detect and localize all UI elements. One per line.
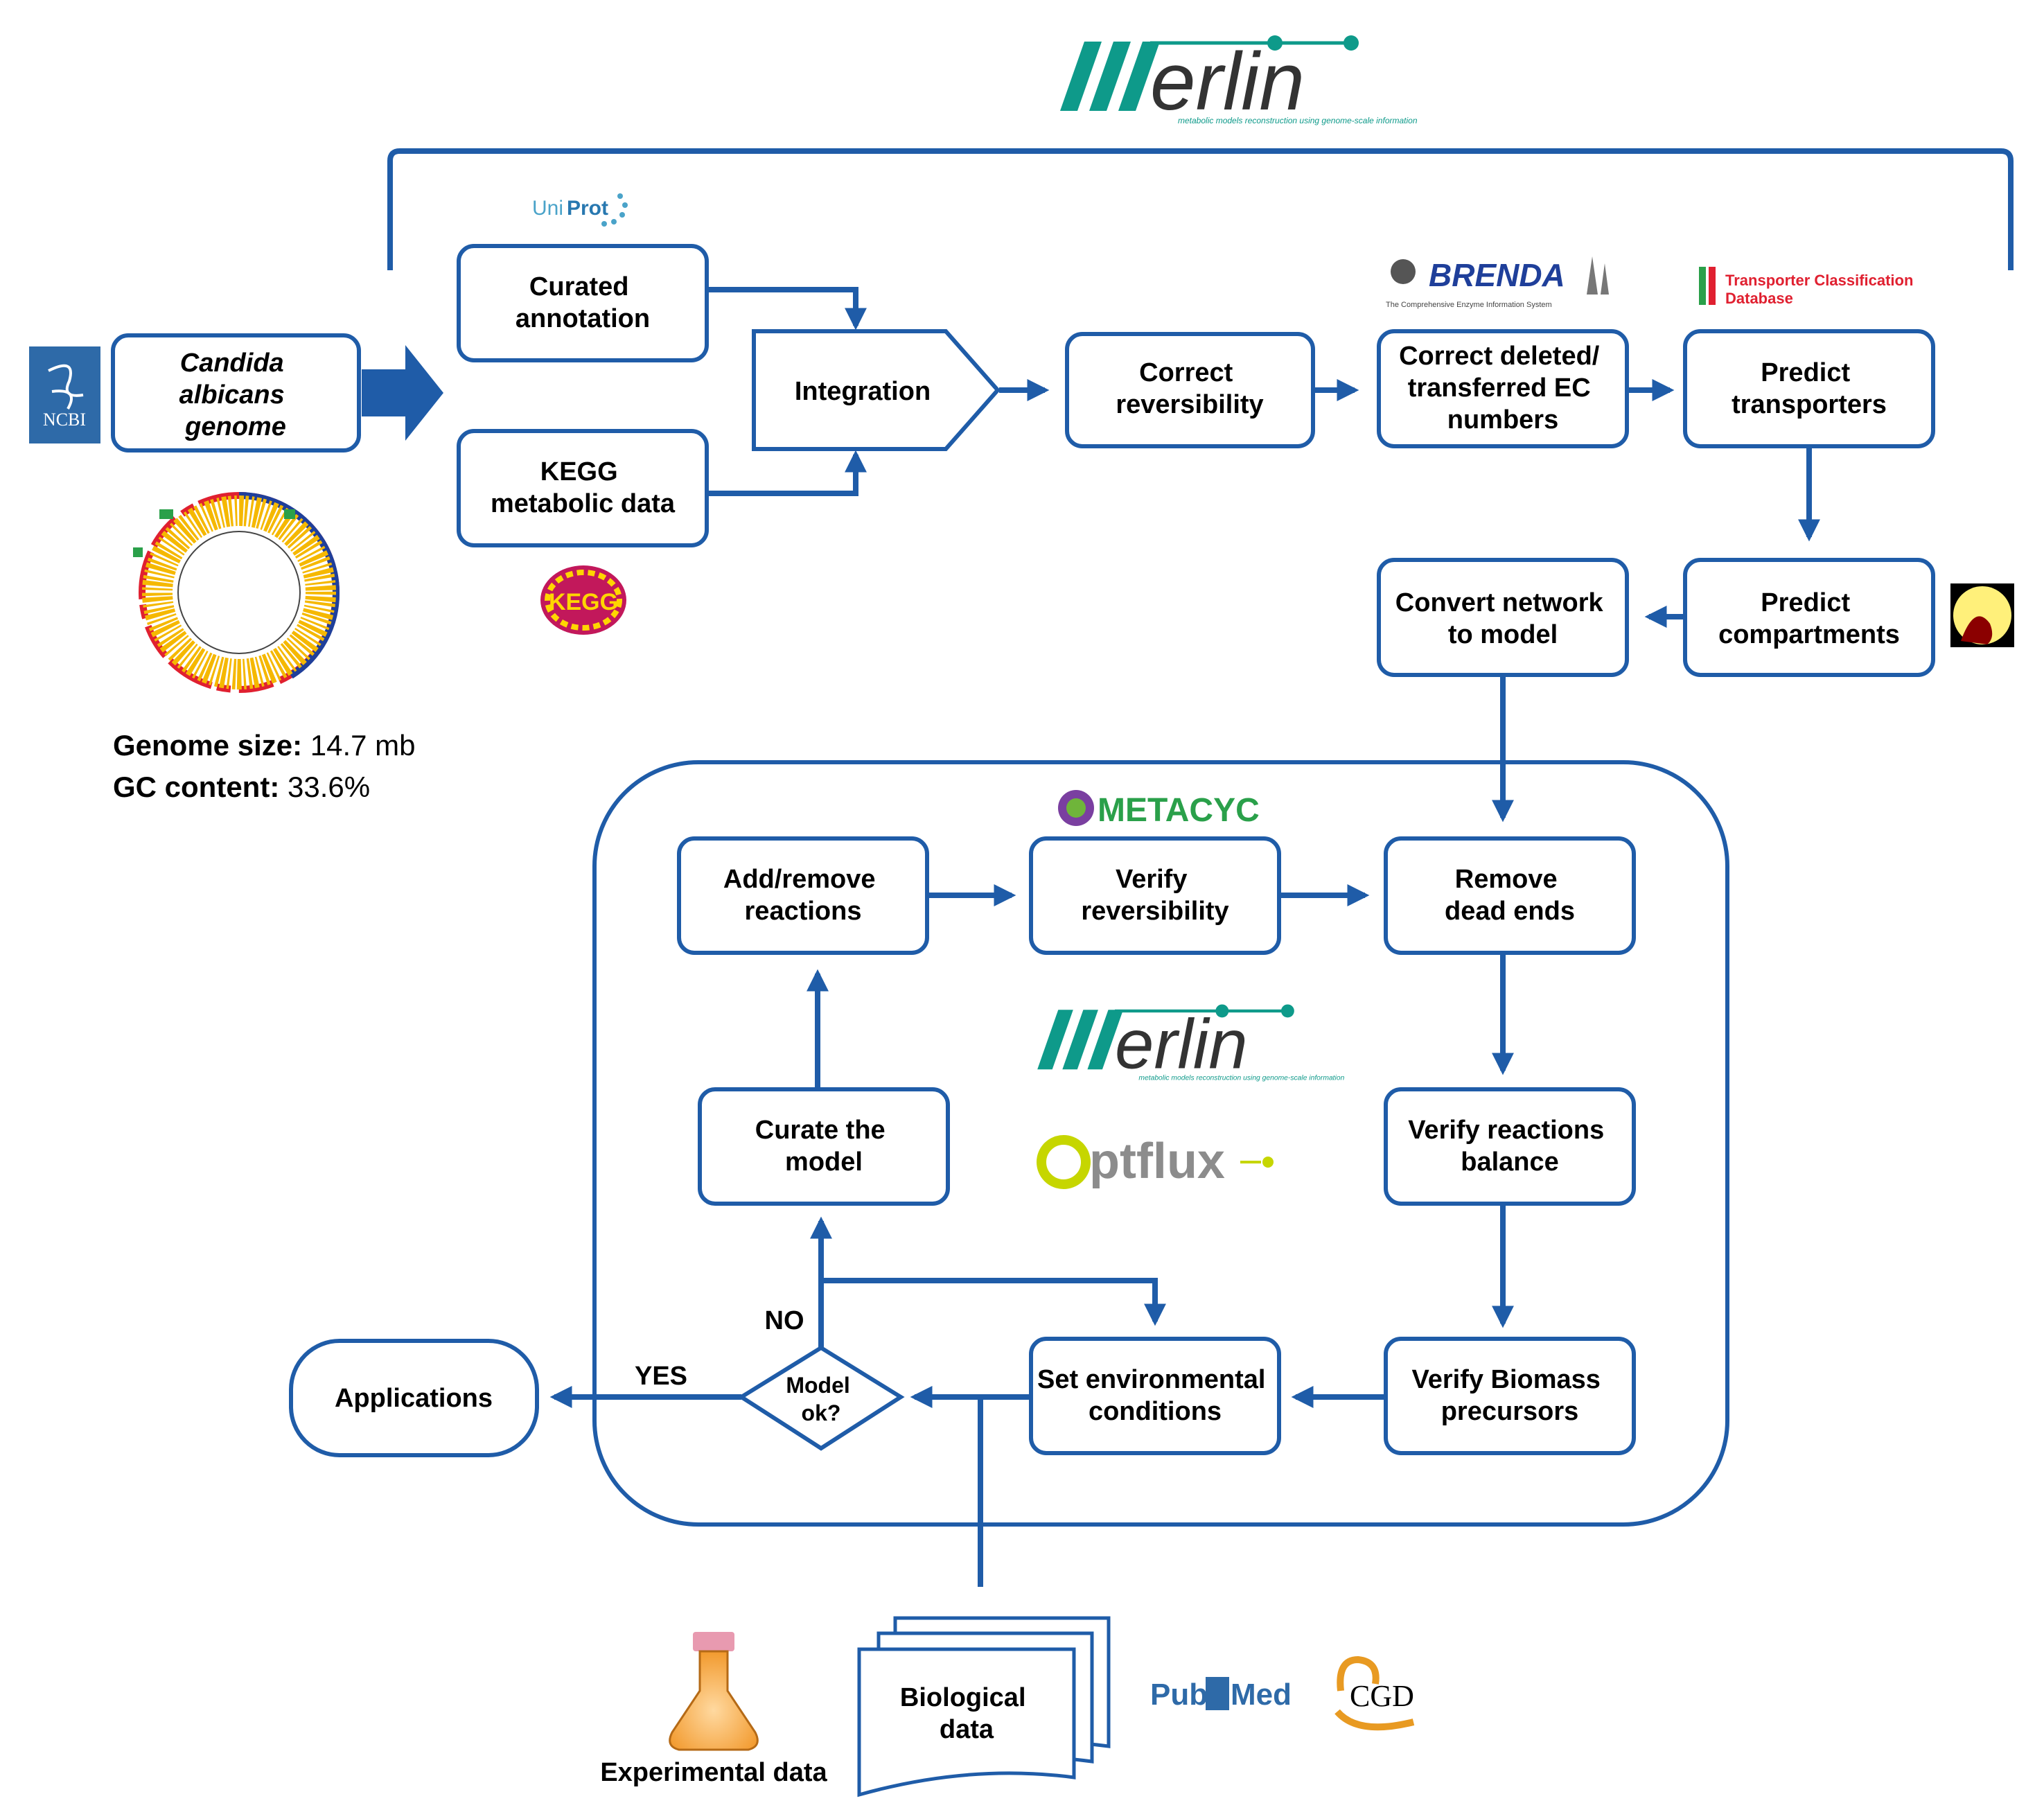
node-applications [289,1339,539,1457]
merlin-wordmark: erlin [1150,36,1305,128]
node-biological-data: Biological data [857,1616,1111,1798]
svg-text:Applications: Applications [335,1384,493,1413]
svg-text:BRENDA: BRENDA [1429,257,1565,293]
svg-text:Integration: Integration [795,377,931,406]
merlin-logo-center: erlin metabolic models reconstruction us… [1037,1004,1345,1083]
svg-text:Curated annotation: Curated annotation [516,272,650,333]
metacyc-logo: METACYC [1058,790,1260,829]
svg-text:Correct reversibility: Correct reversibility [1116,358,1263,419]
cgd-logo: CGD [1334,1655,1415,1731]
svg-text:erlin: erlin [1115,1004,1248,1083]
svg-text:metabolic models reconstructio: metabolic models reconstruction using ge… [1138,1075,1344,1082]
node-integration [752,329,1001,451]
node-curated-annotation [457,244,709,362]
node-verify-balance [1384,1087,1636,1206]
svg-text:Biological data: Biological data [900,1683,1033,1744]
svg-text:METACYC: METACYC [1098,792,1260,829]
genome-circle-map [133,492,340,693]
svg-text:Pub: Pub [1150,1678,1208,1712]
node-predict-transporters [1683,329,1935,448]
svg-text:The Comprehensive Enzyme Infor: The Comprehensive Enzyme Information Sys… [1386,301,1552,309]
svg-text:Model ok?: Model ok? [786,1373,856,1425]
svg-text:Transporter Classification: Transporter Classification [1725,272,1913,289]
uniprot-logo: Uni Prot [532,193,628,227]
svg-text:Verify Biomass precursors: Verify Biomass precursors [1411,1365,1607,1426]
svg-text:Add/remove reactions: Add/remove reactions [723,865,883,926]
node-kegg-metabolic-data [457,429,709,547]
svg-text:KEGG metabolic data: KEGG metabolic data [491,457,676,518]
svg-text:Set environmental conditio: Set environmental conditions [1037,1365,1273,1426]
ncbi-logo: NCBI [29,346,100,443]
svg-text:Verify reversibility: Verify reversibility [1081,865,1228,926]
gc-content-stat: GC content: 33.6% [113,771,370,803]
flask-icon [669,1632,759,1751]
node-candida-label: Candida albicans genome [179,349,292,441]
node-curate-model [698,1087,950,1206]
locatome-logo [1950,583,2014,647]
svg-text:Verify reactions balance: Verify reactions balance [1408,1116,1612,1177]
svg-text:Convert network to model: Convert network to model [1395,588,1610,649]
edge-no-setenv [821,1278,1166,1326]
merlin-bracket [387,148,2014,270]
curation-loop-container [592,760,1729,1527]
brenda-logo: BRENDA The Comprehensive Enzyme Informat… [1386,256,1609,309]
svg-text:ptflux: ptflux [1089,1134,1225,1189]
svg-text:Med: Med [1231,1678,1292,1712]
svg-text:Uni: Uni [532,197,563,220]
node-add-remove-reactions [677,836,929,955]
node-candida-genome [111,333,361,452]
big-arrow [362,345,443,441]
kegg-logo: KEGG [540,565,626,635]
svg-text:Curate the model: Curate the model [755,1116,892,1177]
merlin-logo-top: erlin metabolic models reconstruction us… [1060,35,1418,128]
edge-kegg-integration [707,450,867,496]
svg-text:NCBI: NCBI [43,410,86,430]
node-predict-compartments [1683,558,1935,677]
node-remove-dead-ends [1384,836,1636,955]
node-verify-reversibility [1029,836,1281,955]
experimental-data-label: Experimental data [600,1758,827,1787]
svg-text:CGD: CGD [1350,1679,1414,1713]
tcdb-logo: Transporter Classification Database [1699,267,1913,307]
label-no: NO [765,1306,804,1335]
merlin-tagline: metabolic models reconstruction using ge… [1178,116,1418,125]
pubmed-logo: Pub Med [1150,1677,1292,1712]
svg-text:Prot: Prot [567,197,608,220]
node-set-environmental [1029,1337,1281,1455]
svg-text:Remove dead ends: Remove dead ends [1445,865,1575,926]
label-yes: YES [635,1362,687,1391]
node-model-ok [737,1345,905,1451]
svg-text:Predict compartments: Predict compartments [1718,588,1900,649]
svg-text:KEGG: KEGG [549,589,618,615]
svg-text:Database: Database [1725,290,1793,307]
genome-size-stat: Genome size: 14.7 mb [113,729,416,762]
node-convert-network [1377,558,1629,677]
optflux-logo: ptflux [1037,1134,1274,1189]
edge-curated-integration [707,287,867,331]
node-verify-biomass [1384,1337,1636,1455]
svg-text:Predict transporters: Predict transporters [1732,358,1887,419]
svg-text:Correct deleted/ transferr: Correct deleted/ transferred EC numbers [1399,342,1607,434]
